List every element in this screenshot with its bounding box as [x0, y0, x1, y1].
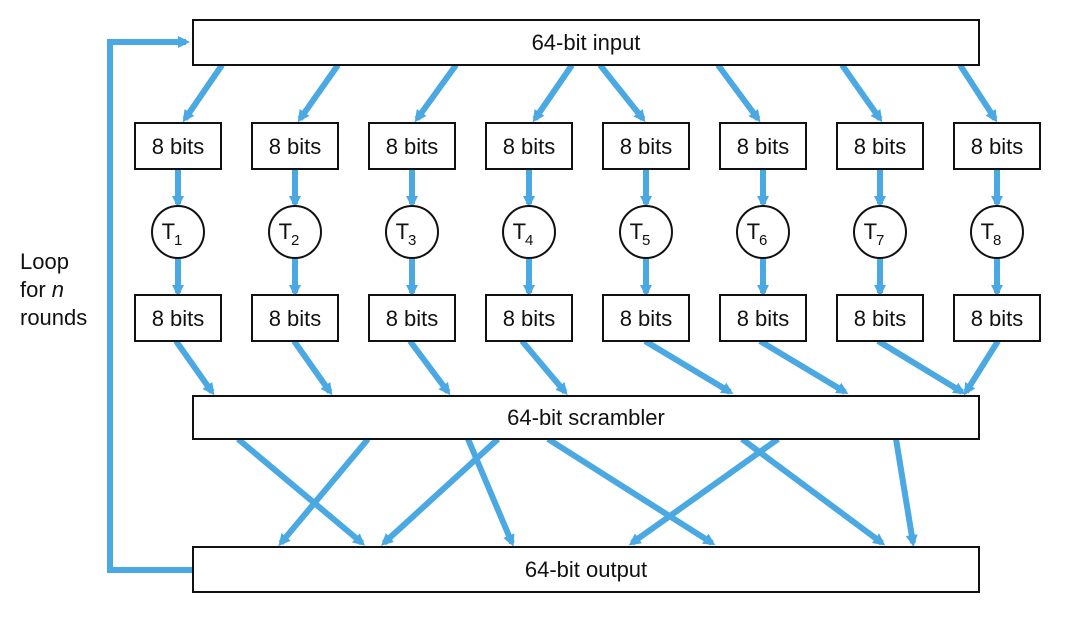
chunk-to-scrambler-arrow-7 — [876, 338, 966, 395]
loop-label-variable: n — [51, 277, 65, 302]
input-chunk-label: 8 bits — [620, 134, 673, 159]
output-chunk-label: 8 bits — [971, 306, 1024, 331]
table-t2: T2 — [268, 205, 322, 259]
input-chunk-8: 8 bits — [953, 122, 1041, 170]
input-chunk-5: 8 bits — [602, 122, 690, 170]
input-to-chunk-arrow-3 — [414, 63, 459, 123]
output-chunk-1: 8 bits — [134, 294, 222, 342]
input-to-chunk-arrow-2 — [297, 63, 341, 123]
output-chunk-5: 8 bits — [602, 294, 690, 342]
output-chunk-4: 8 bits — [485, 294, 573, 342]
scrambler-to-output-arrow-3 — [465, 437, 515, 547]
chunk-to-scrambler-arrow-3 — [407, 339, 451, 396]
input-chunk-3: 8 bits — [368, 122, 456, 170]
output-chunk-2: 8 bits — [251, 294, 339, 342]
input-to-chunk-arrow-7 — [839, 63, 883, 123]
output-block: 64-bit output — [192, 546, 980, 593]
output-chunk-3: 8 bits — [368, 294, 456, 342]
input-label: 64-bit input — [532, 30, 641, 55]
output-chunk-7: 8 bits — [836, 294, 924, 342]
scrambler-to-output-arrow-5 — [546, 436, 716, 546]
chunk-to-scrambler-arrow-4 — [519, 339, 568, 396]
output-label: 64-bit output — [525, 557, 647, 582]
scrambler-to-output-arrow-8 — [893, 438, 918, 547]
input-chunk-label: 8 bits — [386, 134, 439, 159]
output-chunk-label: 8 bits — [854, 306, 907, 331]
input-to-chunk-arrow-1 — [182, 63, 225, 123]
output-chunk-8: 8 bits — [953, 294, 1041, 342]
table-t8: T8 — [970, 205, 1024, 259]
table-t5: T5 — [619, 205, 673, 259]
scrambler-to-output-arrow-7 — [628, 436, 780, 546]
input-chunk-label: 8 bits — [503, 134, 556, 159]
output-chunk-label: 8 bits — [620, 306, 673, 331]
loop-label: Loop for n rounds — [20, 248, 87, 332]
input-chunk-label: 8 bits — [737, 134, 790, 159]
loop-label-line-2: for n — [20, 276, 87, 304]
scrambler-to-output-arrow-2 — [278, 437, 371, 547]
chunk-to-scrambler-arrow-5 — [643, 338, 734, 395]
output-chunk-label: 8 bits — [503, 306, 556, 331]
output-chunk-label: 8 bits — [386, 306, 439, 331]
chunk-to-scrambler-arrow-6 — [758, 338, 849, 395]
output-chunk-label: 8 bits — [269, 306, 322, 331]
table-t1: T1 — [151, 205, 205, 259]
table-t4: T4 — [502, 205, 556, 259]
scrambler-block: 64-bit scrambler — [192, 395, 980, 440]
input-chunk-6: 8 bits — [719, 122, 807, 170]
input-to-chunk-arrow-5 — [597, 63, 646, 123]
chunk-to-scrambler-arrow-1 — [173, 339, 215, 396]
scrambler-label: 64-bit scrambler — [507, 405, 665, 430]
table-t6: T6 — [736, 205, 790, 259]
output-chunk-6: 8 bits — [719, 294, 807, 342]
input-chunk-label: 8 bits — [971, 134, 1024, 159]
input-to-chunk-arrow-4 — [532, 63, 575, 123]
output-chunk-label: 8 bits — [737, 306, 790, 331]
scrambler-to-output-arrow-6 — [740, 436, 886, 546]
table-t3: T3 — [385, 205, 439, 259]
input-chunk-label: 8 bits — [269, 134, 322, 159]
loop-label-line-1: Loop — [20, 249, 69, 274]
output-chunk-label: 8 bits — [152, 306, 205, 331]
scrambler-to-output-arrow-1 — [236, 436, 366, 546]
chunk-to-scrambler-arrow-8 — [963, 339, 1001, 396]
input-chunk-label: 8 bits — [152, 134, 205, 159]
chunk-to-scrambler-arrow-2 — [291, 339, 333, 396]
input-to-chunk-arrow-6 — [715, 63, 761, 123]
loop-back-arrow — [107, 36, 193, 573]
input-chunk-7: 8 bits — [836, 122, 924, 170]
table-t7: T7 — [853, 205, 907, 259]
input-chunk-4: 8 bits — [485, 122, 573, 170]
input-chunk-label: 8 bits — [854, 134, 907, 159]
input-block: 64-bit input — [192, 19, 980, 66]
input-chunk-1: 8 bits — [134, 122, 222, 170]
loop-label-line-3: rounds — [20, 305, 88, 330]
arrows-layer — [172, 63, 1003, 547]
input-chunk-2: 8 bits — [251, 122, 339, 170]
input-to-chunk-arrow-8 — [957, 63, 998, 123]
loop-label-for: for — [20, 277, 52, 302]
scrambler-to-output-arrow-4 — [381, 436, 501, 546]
